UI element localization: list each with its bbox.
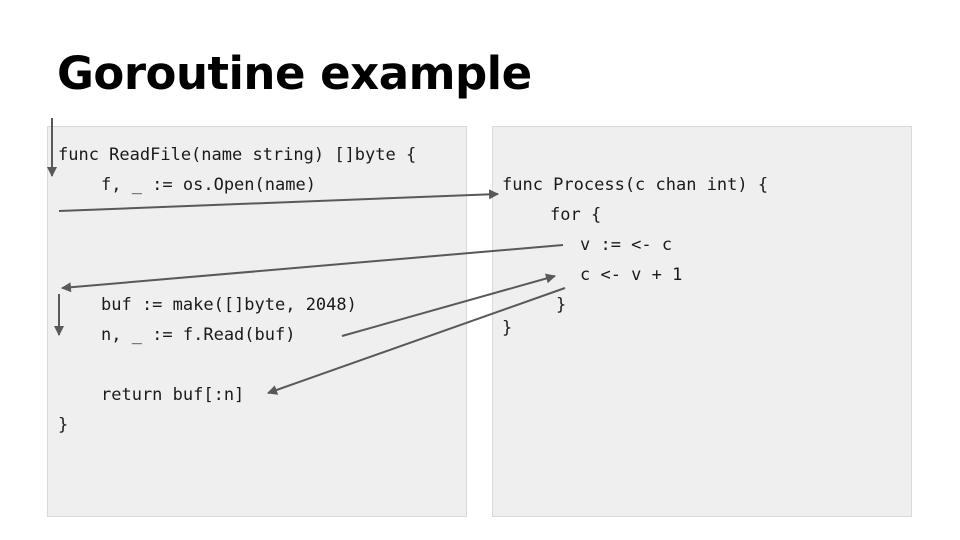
slide-title: Goroutine example <box>57 47 532 100</box>
readfile-make-line: buf := make([]byte, 2048) <box>101 295 357 315</box>
process-for-line: for { <box>550 205 602 225</box>
process-receive-line: v := <- c <box>580 235 673 255</box>
process-signature-line: func Process(c chan int) { <box>502 175 769 195</box>
readfile-read-line: n, _ := f.Read(buf) <box>101 325 296 345</box>
readfile-open-line: f, _ := os.Open(name) <box>101 175 316 195</box>
process-closing-brace: } <box>502 318 513 338</box>
readfile-closing-brace: } <box>58 415 69 435</box>
readfile-return-line: return buf[:n] <box>101 385 245 405</box>
process-send-line: c <- v + 1 <box>580 265 683 285</box>
readfile-signature-line: func ReadFile(name string) []byte { <box>58 145 417 165</box>
process-for-closing-brace: } <box>556 295 567 315</box>
